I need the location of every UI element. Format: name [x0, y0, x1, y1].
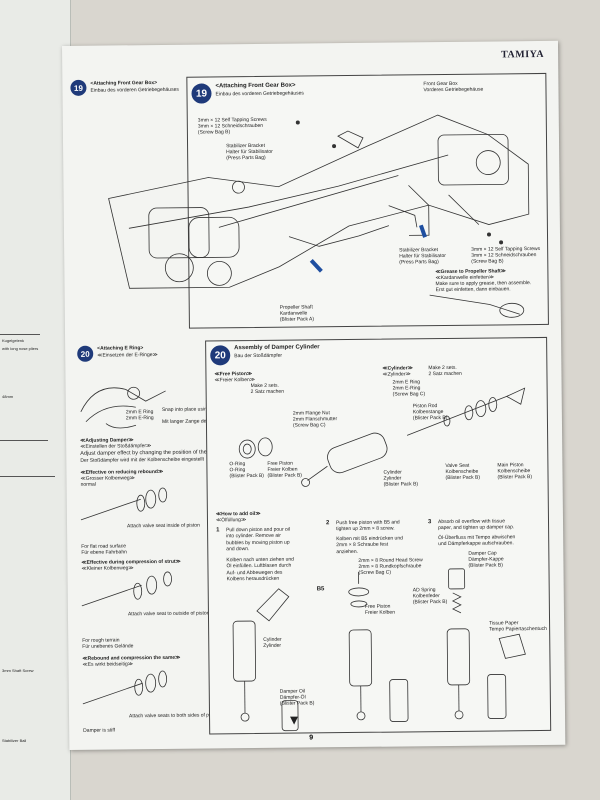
effective-compression-de: ≪Kleiner Kolbenweg≫ — [81, 565, 134, 572]
step-20-badge-small: 20 — [77, 345, 94, 362]
attach-inside-note: Attach valve seat inside of piston — [127, 522, 200, 530]
step-19-panel: 19 <Attaching Front Gear Box> Einbau des… — [108, 72, 549, 329]
left-page: Kugelgelenk with long nose pliers 48mm 3… — [0, 0, 71, 800]
step-19-badge-small: 19 — [70, 79, 87, 96]
left-page-note-2: with long nose pliers — [2, 346, 39, 351]
rough-label-de: Für unebenes Gelände — [82, 643, 134, 650]
brand-logo: TAMIYA — [501, 48, 545, 61]
valve-outside-drawing — [81, 571, 172, 607]
adjusting-title-de: ≪Einstellen der Stoßdämpfer≫ — [80, 443, 152, 450]
attach-both-note: Attach valve seats to both sides of pist… — [128, 712, 222, 720]
left-page-note-1: Kugelgelenk — [2, 338, 25, 343]
attach-outside-note: Attach valve seat to outside of piston — [127, 610, 210, 618]
valve-both-drawing — [82, 670, 168, 705]
step-19-small-title: <Attaching Front Gear Box> — [90, 80, 158, 87]
valve-inside-drawing — [80, 487, 168, 521]
e-ring-title-de: ≪Einsetzen der E-Ringe≫ — [97, 352, 158, 359]
rebound-same-de: ≪Es wirkt beidseitig≫ — [82, 661, 133, 668]
left-page-note-3: 48mm — [2, 394, 14, 399]
e-ring-title: <Attaching E Ring> — [97, 345, 144, 352]
flat-road-label-de: Für ebene Fahrbahn — [81, 549, 127, 556]
step-20-panel: 20 Assembly of Damper Cylinder Bau der S… — [205, 336, 552, 735]
left-page-note-4: 3mm Shaft Screw — [2, 668, 34, 673]
normal-label: normal — [80, 481, 96, 488]
left-page-note-5: Stabilizer Ball — [2, 738, 27, 743]
damper-stiff-label: Damper is stiff — [83, 727, 116, 734]
e-ring-drawing — [80, 386, 166, 429]
chassis-drawing — [108, 114, 530, 318]
oil-filling-drawing — [232, 568, 526, 732]
step-19-small-title-de: Einbau des vorderen Getriebegehäuses — [90, 86, 179, 94]
adjusting-text-de: Der Stoßdämpfer wird mit der Kolbenschei… — [80, 456, 205, 464]
e-ring-label-de: 2mm E-Ring — [125, 415, 154, 422]
damper-parts-drawing — [238, 387, 526, 487]
page-number: 9 — [309, 734, 314, 742]
instruction-page: TAMIYA 19 <Attaching Front Gear Box> Ein… — [62, 40, 566, 750]
